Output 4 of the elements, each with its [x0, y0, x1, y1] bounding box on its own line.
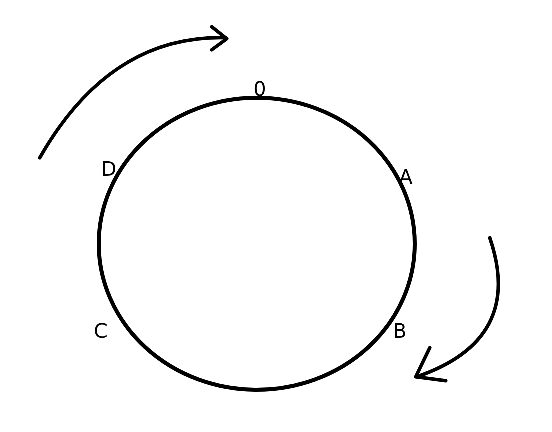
point-label: C: [94, 321, 108, 341]
point-label: B: [393, 321, 407, 341]
point-label: D: [101, 159, 117, 179]
point-label: 0: [254, 79, 266, 99]
